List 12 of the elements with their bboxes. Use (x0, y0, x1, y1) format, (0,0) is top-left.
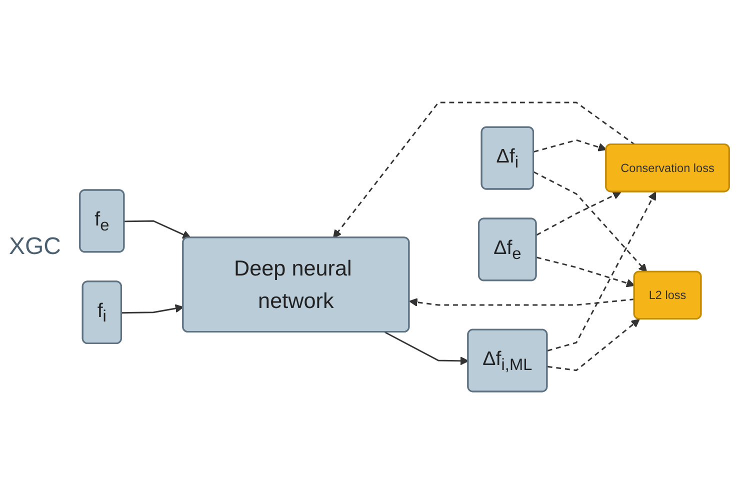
arrow (536, 191, 622, 236)
arrow (534, 139, 607, 153)
arrow (384, 332, 469, 366)
arrow (409, 298, 635, 307)
arrow (533, 171, 648, 272)
arrow (122, 304, 184, 314)
arrow (547, 192, 656, 352)
arrow (547, 318, 640, 372)
arrow (124, 220, 192, 239)
arrow (332, 102, 636, 238)
arrow (536, 256, 635, 288)
group-label: XGC (8, 233, 61, 261)
